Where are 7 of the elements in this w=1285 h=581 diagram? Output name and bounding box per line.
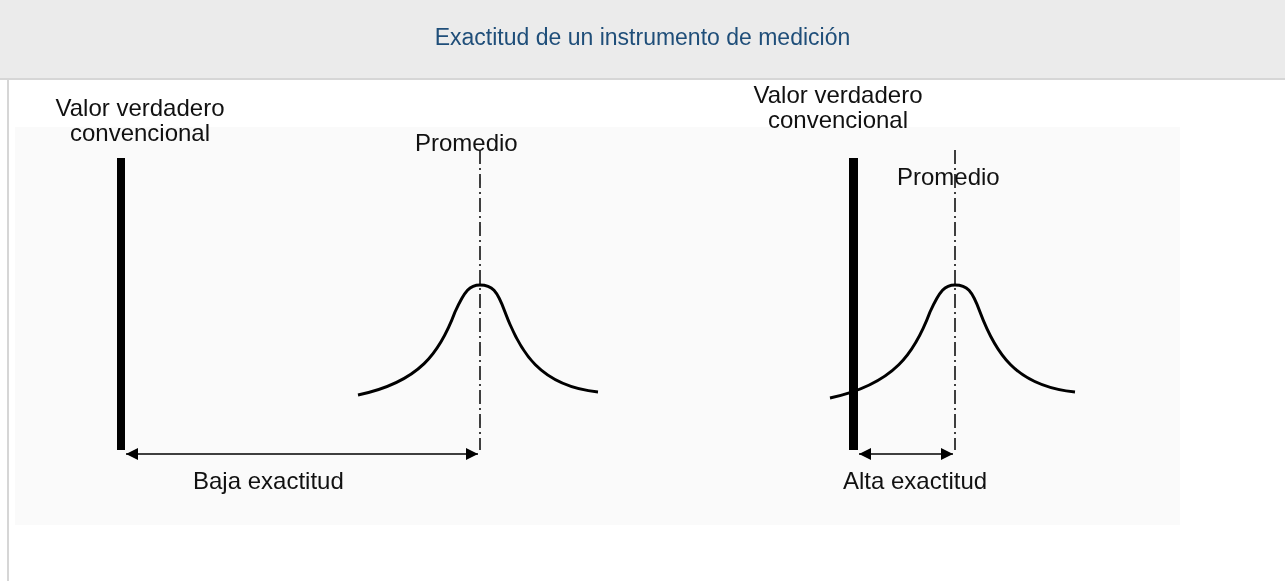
- label: Alta exactitud: [843, 468, 988, 493]
- label: Promedio: [415, 130, 518, 155]
- label: Promedio: [897, 164, 1000, 189]
- title: Exactitud de un instrumento de medición: [434, 24, 851, 51]
- label: Valor verdadero convencional: [54, 95, 226, 145]
- label: Baja exactitud: [193, 468, 344, 493]
- label: Valor verdadero convencional: [752, 82, 924, 132]
